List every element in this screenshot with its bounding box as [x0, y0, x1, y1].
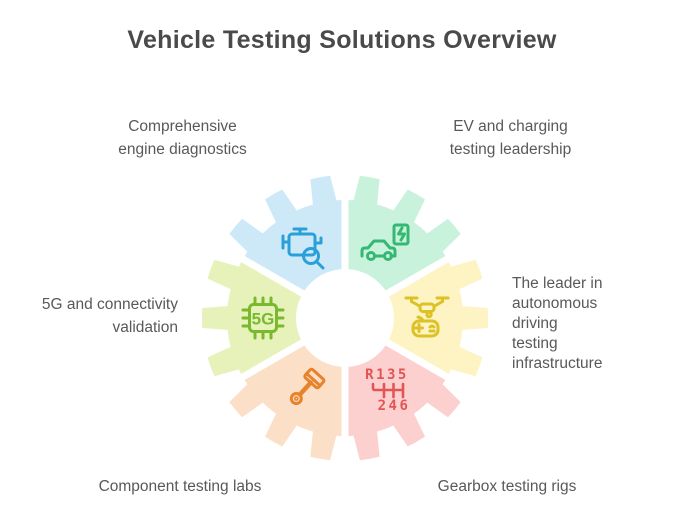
- piston-ring-groove: [305, 372, 322, 388]
- label-line: Gearbox testing rigs: [437, 478, 577, 495]
- piston-icon: [289, 367, 326, 406]
- shift-top-row-label: R135: [365, 367, 409, 383]
- label-line: Comprehensive: [128, 118, 237, 135]
- drone-camera: [425, 310, 433, 319]
- controller-buttons: [428, 324, 436, 333]
- label-engine-diagnostics: Comprehensive engine diagnostics: [60, 115, 305, 161]
- label-line: EV and charging: [453, 118, 568, 135]
- label-component-testing: Component testing labs: [60, 475, 300, 498]
- label-line: driving: [512, 315, 558, 332]
- gear-shape: [201, 158, 489, 478]
- engine-right-pipe: [313, 236, 323, 245]
- label-line: validation: [112, 319, 179, 336]
- engine-top-pipe: [292, 227, 308, 236]
- label-line: Component testing labs: [98, 478, 262, 495]
- piston-pin: [294, 396, 299, 401]
- label-5g-connectivity: 5G and connectivity validation: [0, 293, 178, 339]
- label-ev-testing: EV and charging testing leadership: [388, 115, 633, 161]
- gear-segment-drone: [345, 232, 489, 404]
- chip-pins: [241, 296, 285, 340]
- label-line: The leader in: [512, 275, 603, 292]
- piston-rod: [297, 380, 313, 397]
- car-body: [360, 239, 397, 258]
- label-gearbox-testing: Gearbox testing rigs: [387, 475, 627, 498]
- label-line: testing leadership: [449, 141, 572, 158]
- drone-arms: [410, 300, 444, 307]
- label-autonomous-driving: The leader in autonomous driving testing…: [512, 274, 677, 374]
- lightning-bolt: [397, 226, 406, 242]
- engine-magnifier-icon: [281, 227, 325, 270]
- chip-body: [248, 303, 278, 333]
- page-title: Vehicle Testing Solutions Overview: [127, 26, 557, 54]
- label-line: autonomous: [512, 295, 598, 312]
- gear-shift-icon: R135 246: [365, 367, 411, 414]
- ev-charging-car-icon: [360, 223, 410, 261]
- game-controller: [411, 319, 440, 338]
- gear-center-hub: [296, 269, 394, 367]
- engine-left-pipe: [281, 234, 291, 250]
- gear-segment-chip-5g: [201, 232, 345, 404]
- shift-gate: [371, 382, 405, 399]
- shift-bottom-row-label: 246: [378, 398, 411, 414]
- piston-big-end: [289, 392, 303, 406]
- segment-icons: R135 246 5G: [241, 223, 450, 414]
- label-line: 5G and connectivity: [41, 296, 178, 313]
- label-line: infrastructure: [512, 355, 603, 372]
- magnifier-handle: [315, 260, 325, 270]
- label-line: testing: [512, 335, 558, 352]
- chip-5g-icon: 5G: [241, 296, 285, 340]
- drone-controller-icon: [404, 296, 450, 338]
- magnifier-glass: [302, 247, 320, 265]
- chip-5g-label: 5G: [252, 310, 275, 329]
- charging-station: [392, 223, 410, 246]
- label-line: engine diagnostics: [118, 141, 247, 158]
- controller-dpad: [414, 323, 424, 333]
